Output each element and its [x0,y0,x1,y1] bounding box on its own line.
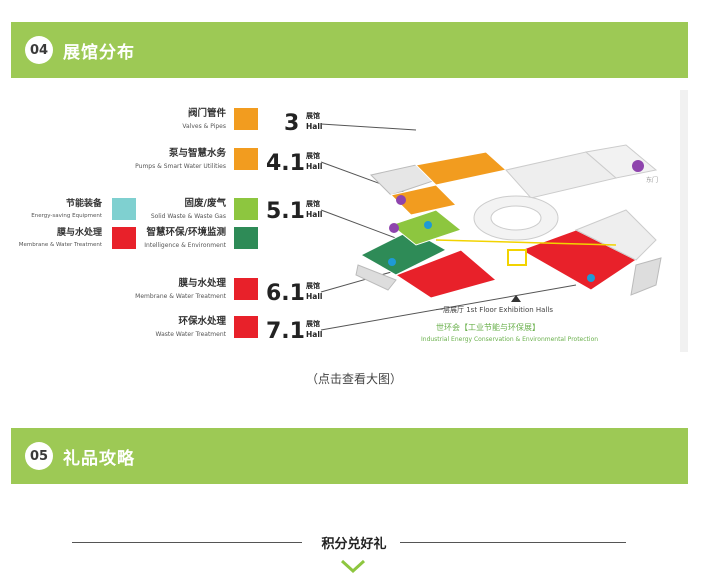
hall-word-zh: 展馆 [305,319,320,328]
hall-color-tag [234,148,258,170]
image-edge [680,90,688,352]
expo-subtitle: Industrial Energy Conservation & Environ… [421,336,598,343]
left-color-tag [112,227,136,249]
hall-color-tag [234,316,258,338]
view-large-caption[interactable]: （点击查看大图） [305,372,402,386]
hall-label-zh: 膜与水处理 [177,277,226,289]
hall-label-en: Solid Waste & Waste Gas [151,213,226,220]
divider-right [400,542,626,543]
divider-left [72,542,302,543]
hall-label-zh: 泵与智慧水务 [168,147,227,159]
hall-word-zh: 展馆 [305,199,320,208]
section-number-badge: 05 [25,442,53,470]
section-title: 礼品攻略 [63,448,135,469]
section-number-badge: 04 [25,36,53,64]
hall-word-en: Hall [306,210,322,219]
gift-subtitle: 积分兑好礼 [321,537,387,552]
hall-label-zh: 智慧环保/环境监测 [147,226,227,238]
hall-number: 3 [284,111,299,136]
gate-label: 东门 [646,176,658,184]
hall-word-zh: 展馆 [305,151,320,160]
hall-word-en: Hall [306,122,322,131]
hall-label-zh: 阀门管件 [188,107,227,119]
hall-word-en: Hall [306,330,322,339]
section-header-04: 04 展馆分布 [11,22,688,78]
hall-number: 4.1 [266,151,305,176]
left-label-zh: 膜与水处理 [56,226,102,238]
left-label-zh: 节能装备 [66,197,103,209]
hall-word-zh: 展馆 [305,281,320,290]
hall-word-en: Hall [306,162,322,171]
hall-label-en: Valves & Pipes [182,123,226,130]
hall-color-tag [234,198,258,220]
floor-plan: 东门 [355,144,662,302]
hall-label-en: Intelligence & Environment [144,242,226,249]
expo-title: 世环会【工业节能与环保展】 [436,322,540,332]
hall-number: 5.1 [266,199,305,224]
hall-word-en: Hall [306,292,322,301]
hall-word-zh: 展馆 [305,111,320,120]
hall-map-image[interactable]: 阀门管件 Valves & Pipes 3 展馆 Hall 泵与智慧水务 Pum… [16,90,686,352]
chevron-down-icon [340,559,366,574]
left-label-en: Membrane & Water Treatment [19,242,103,248]
hall-label-en: Waste Water Treatment [156,331,227,338]
hall-label-en: Pumps & Smart Water Utilities [135,163,226,170]
hall-color-tag [234,227,258,249]
section-header-05: 05 礼品攻略 [11,428,688,484]
hall-label-zh: 固废/废气 [185,197,227,209]
hall-label-en: Membrane & Water Treatment [135,293,226,300]
hall-label-zh: 环保水处理 [178,315,226,327]
section-title: 展馆分布 [63,42,135,63]
left-label-en: Energy-saving Equipment [31,213,103,219]
hall-color-tag [234,278,258,300]
floor-note: 一层展厅 1st Floor Exhibition Halls [436,306,553,314]
left-color-tag [112,198,136,220]
hall-number: 6.1 [266,281,305,306]
hall-number: 7.1 [266,319,305,344]
hall-color-tag [234,108,258,130]
